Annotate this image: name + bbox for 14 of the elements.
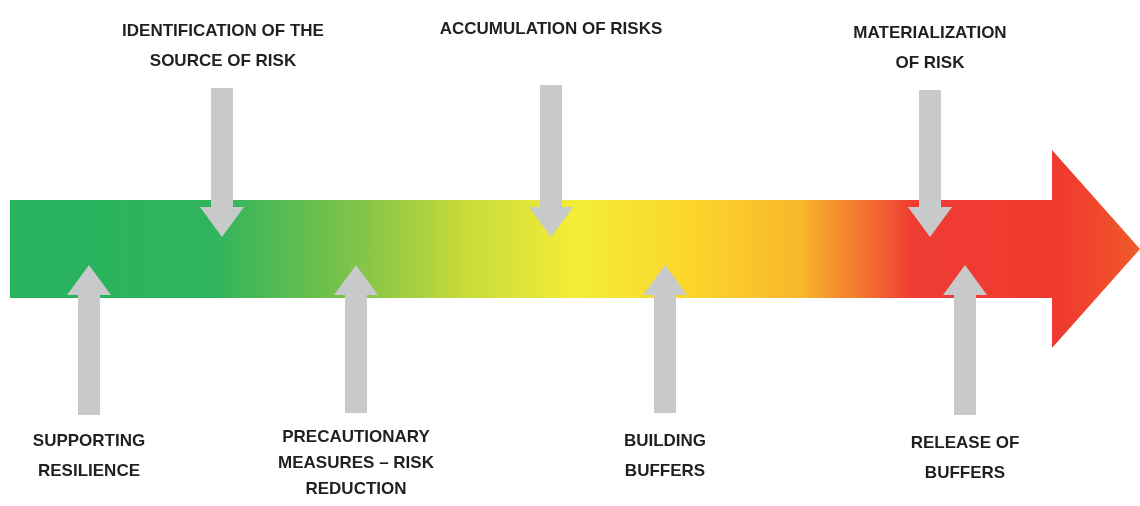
step-label: IDENTIFICATION OF THE SOURCE OF RISK	[121, 20, 325, 72]
arrow	[943, 265, 987, 415]
arrow	[334, 265, 378, 413]
arrow	[529, 85, 573, 237]
step-label: RELEASE OF BUFFERS	[909, 432, 1021, 484]
step-label: BUILDING BUFFERS	[622, 430, 708, 482]
step-label: MATERIALIZATION OF RISK	[852, 22, 1008, 74]
arrow	[67, 265, 111, 415]
step-label: PRECAUTIONARY MEASURES – RISK REDUCTION	[277, 426, 435, 500]
arrow	[643, 265, 687, 413]
step-label: ACCUMULATION OF RISKS	[438, 18, 664, 40]
arrow	[200, 88, 244, 237]
step-label: SUPPORTING RESILIENCE	[31, 430, 147, 482]
arrow	[908, 90, 952, 237]
